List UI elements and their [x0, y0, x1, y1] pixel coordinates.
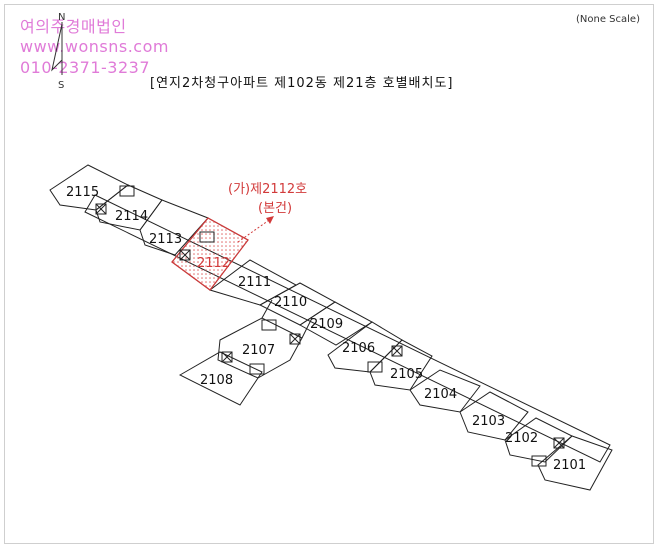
unit-label-2103: 2103 — [472, 414, 505, 429]
watermark-company: 여의주경매법인 — [20, 17, 127, 36]
unit-label-2115: 2115 — [66, 185, 99, 200]
annotation-unit: (가)제2112호 — [228, 182, 307, 197]
unit-label-2104: 2104 — [424, 387, 457, 402]
unit-label-2106: 2106 — [342, 341, 375, 356]
stair-elevator-icons — [95, 185, 565, 467]
unit-label-2108: 2108 — [200, 373, 233, 388]
unit-label-2101: 2101 — [553, 458, 586, 473]
unit-label-2112[interactable]: 2112 — [197, 256, 230, 271]
annotation-arrow-icon — [237, 216, 274, 243]
unit-label-2107: 2107 — [242, 343, 275, 358]
side-wing — [178, 299, 313, 406]
unit-2112-highlight[interactable] — [171, 217, 249, 291]
compass-icon: N S — [51, 12, 65, 91]
unit-label-2114: 2114 — [115, 209, 148, 224]
compass-south-label: S — [58, 80, 64, 91]
compass-north-label: N — [58, 12, 65, 23]
corridor — [84, 194, 611, 463]
page-frame — [4, 4, 654, 544]
unit-label-2113: 2113 — [149, 232, 182, 247]
unit-label-2111: 2111 — [238, 275, 271, 290]
unit-label-2102: 2102 — [505, 431, 538, 446]
unit-label-2110: 2110 — [274, 295, 307, 310]
scale-note: (None Scale) — [576, 14, 640, 25]
drawing-title: [연지2차청구아파트 제102동 제21층 호별배치도] — [150, 76, 454, 91]
unit-label-2105: 2105 — [390, 367, 423, 382]
unit-label-2109: 2109 — [310, 317, 343, 332]
watermark-website: www.wonsns.com — [20, 37, 169, 56]
watermark-phone: 010-2371-3237 — [20, 58, 151, 77]
annotation-note: (본건) — [258, 201, 292, 216]
